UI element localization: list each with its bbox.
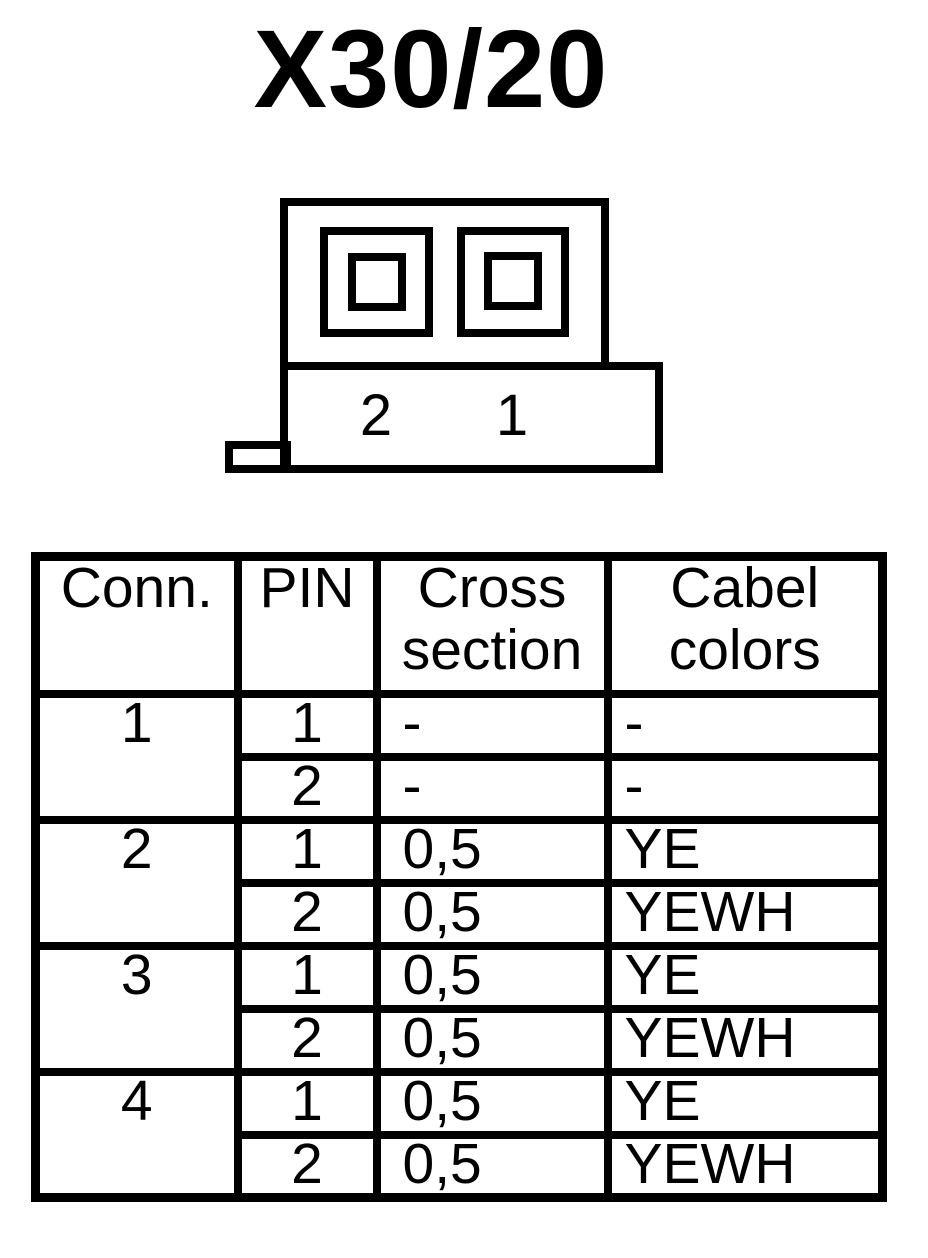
- page-title: X30/20: [253, 8, 609, 131]
- pin-number-label-1: 1: [495, 383, 529, 448]
- connector-base-outline: [280, 362, 663, 473]
- cell-cross: -: [372, 752, 612, 824]
- cell-cabel: -: [603, 689, 887, 761]
- cell-pin: 1: [233, 689, 381, 761]
- pinout-table-wrapper: Conn. PIN Cross section Cabel: [31, 552, 887, 1202]
- header-cross-section: Cross section: [372, 552, 612, 698]
- pin-1-cavity-outer: [457, 227, 569, 337]
- table-row: 2 1 0,5 YE: [31, 815, 887, 950]
- cell-cross: 0,5: [372, 941, 612, 1013]
- cell-pin: 1: [233, 941, 381, 1013]
- cell-conn: 2: [31, 815, 242, 950]
- cell-cabel: YE: [603, 1067, 887, 1139]
- header-pin: PIN: [233, 552, 381, 698]
- cell-cabel: YEWH: [603, 878, 887, 950]
- cell-cabel: YEWH: [603, 1004, 887, 1076]
- cell-cabel: YEWH: [603, 1130, 887, 1202]
- cell-conn: 4: [31, 1067, 242, 1202]
- cell-cross: 0,5: [372, 878, 612, 950]
- cell-cross: 0,5: [372, 815, 612, 887]
- cell-cross: 0,5: [372, 1004, 612, 1076]
- cell-cross: 0,5: [372, 1130, 612, 1202]
- cell-cross: 0,5: [372, 1067, 612, 1139]
- table-row: 4 1 0,5 YE: [31, 1067, 887, 1202]
- header-conn: Conn.: [31, 552, 242, 698]
- cell-cross: -: [372, 689, 612, 761]
- pinout-table: Conn. PIN Cross section Cabel: [31, 552, 887, 1202]
- cell-conn: 1: [31, 689, 242, 824]
- pin-number-label-2: 2: [359, 383, 393, 448]
- header-cabel-colors-label: Cabel colors: [612, 557, 879, 681]
- cell-conn: 3: [31, 941, 242, 1076]
- cell-pin: 2: [233, 1004, 381, 1076]
- header-cross-line2: section: [401, 618, 583, 682]
- cell-cabel: YE: [603, 941, 887, 1013]
- mounting-tab-outline: [225, 441, 291, 473]
- header-conn-label: Conn.: [60, 556, 213, 620]
- table-row: 2 - -: [36, 752, 887, 824]
- table-row: 1 1 - -: [31, 689, 887, 824]
- cell-pin: 1: [233, 1067, 381, 1139]
- table-row: 3 1 0,5 YE: [31, 941, 887, 1076]
- pin-2-cavity-inner: [348, 253, 406, 311]
- table-row: 2 0,5 YEWH: [36, 878, 887, 950]
- table-row: 2 0,5 YEWH: [36, 1004, 887, 1076]
- header-cross-line1: Cross: [417, 556, 567, 620]
- pin-1-cavity-inner: [484, 252, 542, 310]
- header-cabel-line1: Cabel: [670, 556, 820, 620]
- pin-2-cavity-outer: [320, 227, 433, 337]
- header-pin-label: PIN: [259, 556, 355, 620]
- header-cross-section-label: Cross section: [381, 557, 604, 681]
- cell-pin: 2: [233, 1130, 381, 1202]
- header-cabel-colors: Cabel colors: [603, 552, 887, 698]
- cell-pin: 1: [233, 815, 381, 887]
- cell-cabel: YE: [603, 815, 887, 887]
- table-row: 2 0,5 YEWH: [36, 1130, 887, 1202]
- header-cabel-line2: colors: [668, 618, 821, 682]
- header-row: Conn. PIN Cross section Cabel: [31, 552, 887, 698]
- cell-cabel: -: [603, 752, 887, 824]
- cell-pin: 2: [233, 752, 381, 824]
- cell-pin: 2: [233, 878, 381, 950]
